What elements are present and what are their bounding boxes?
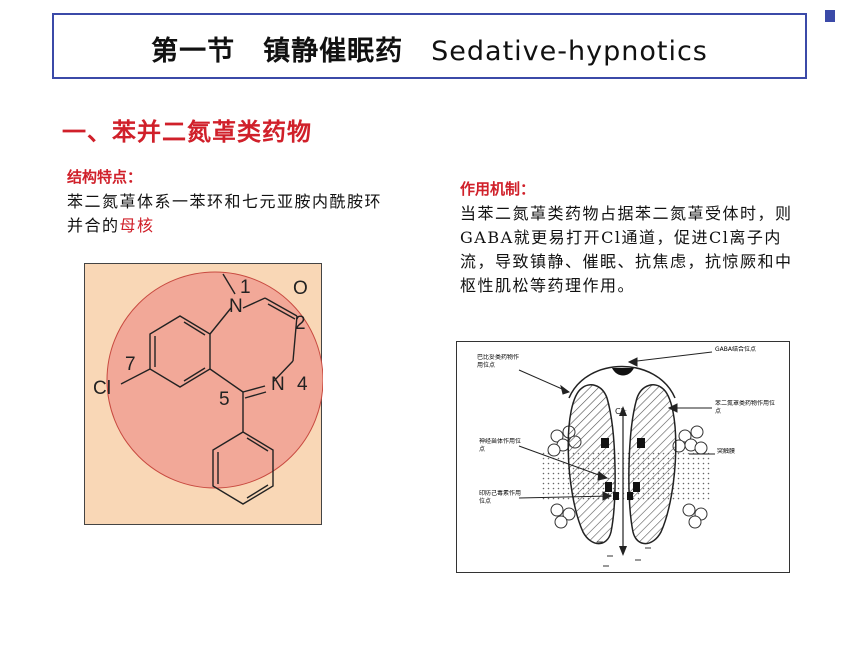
mechanism-label: 作用机制： — [460, 180, 536, 198]
section-heading: 一、苯并二氮䓬类药物 — [62, 118, 312, 146]
ion-dashes — [597, 541, 651, 567]
corner-decoration — [825, 10, 835, 22]
locant-7: 7 — [125, 354, 136, 375]
core-highlight-circle — [106, 271, 324, 489]
atom-n1: N — [229, 296, 243, 317]
atom-o: O — [293, 278, 308, 299]
diagram-labels: 巴比妥类药物作用位点 GABA结合位点 苯二氮䓬类药物作用位点 神经甾体作用位点… — [477, 346, 776, 505]
receptor-subunit-right — [628, 384, 677, 545]
title-banner: 第一节 镇静催眠药 Sedative-hypnotics — [52, 13, 807, 79]
structure-label: 结构特点： — [67, 168, 143, 186]
chloride-label: Cl⁻ — [615, 407, 627, 416]
mechanism-description: 当苯二氮䓬类药物占据苯二氮䓬受体时，则GABA就更易打开Cl通道，促进Cl离子内… — [460, 204, 793, 295]
label-barbiturate-site: 巴比妥类药物作用位点 — [477, 354, 520, 369]
atom-n4: N — [271, 374, 285, 395]
label-membrane: 突触膜 — [717, 448, 736, 455]
label-bzd-site: 苯二氮䓬类药物作用位点 — [715, 400, 776, 415]
pointer-arrows — [518, 351, 715, 501]
structure-highlight: 母核 — [119, 216, 155, 235]
locant-5: 5 — [219, 389, 230, 410]
title-chinese: 第一节 镇静催眠药 — [151, 36, 404, 67]
bond-lines — [120, 273, 298, 505]
structure-description: 苯二氮䓬体系一苯环和七元亚胺内酰胺环并合的母核 — [67, 190, 397, 238]
atom-cl: Cl — [93, 378, 111, 399]
label-gaba-site: GABA结合位点 — [715, 346, 756, 353]
gaba-receptor-svg: Cl⁻ 巴比妥类药物作用位点 GABA结合位点 苯二氮䓬类药物作用位点 — [477, 346, 776, 567]
binding-site-markers — [601, 438, 645, 500]
gaba-binding-site — [612, 368, 634, 376]
title-english: Sedative-hypnotics — [431, 36, 708, 67]
label-neurosteroid-site: 神经甾体作用位点 — [479, 438, 521, 453]
receptor-subunit-left — [567, 384, 616, 545]
receptor-arch — [568, 365, 676, 399]
structure-figure: N 1 O 2 N 4 5 7 Cl — [84, 263, 324, 525]
atom-labels: N 1 O 2 N 4 5 7 Cl — [93, 277, 308, 410]
label-picrotoxin-site: 印防己毒素作用位点 — [479, 490, 521, 505]
page-title: 第一节 镇静催眠药 Sedative-hypnotics — [54, 29, 805, 68]
benzodiazepine-structure-svg: N 1 O 2 N 4 5 7 Cl — [93, 271, 324, 505]
locant-1: 1 — [240, 277, 251, 298]
structure-text: 苯二氮䓬体系一苯环和七元亚胺内酰胺环并合的 — [67, 192, 383, 235]
receptor-diagram: Cl⁻ 巴比妥类药物作用位点 GABA结合位点 苯二氮䓬类药物作用位点 — [456, 341, 790, 573]
locant-4: 4 — [297, 374, 308, 395]
locant-2: 2 — [295, 313, 306, 334]
